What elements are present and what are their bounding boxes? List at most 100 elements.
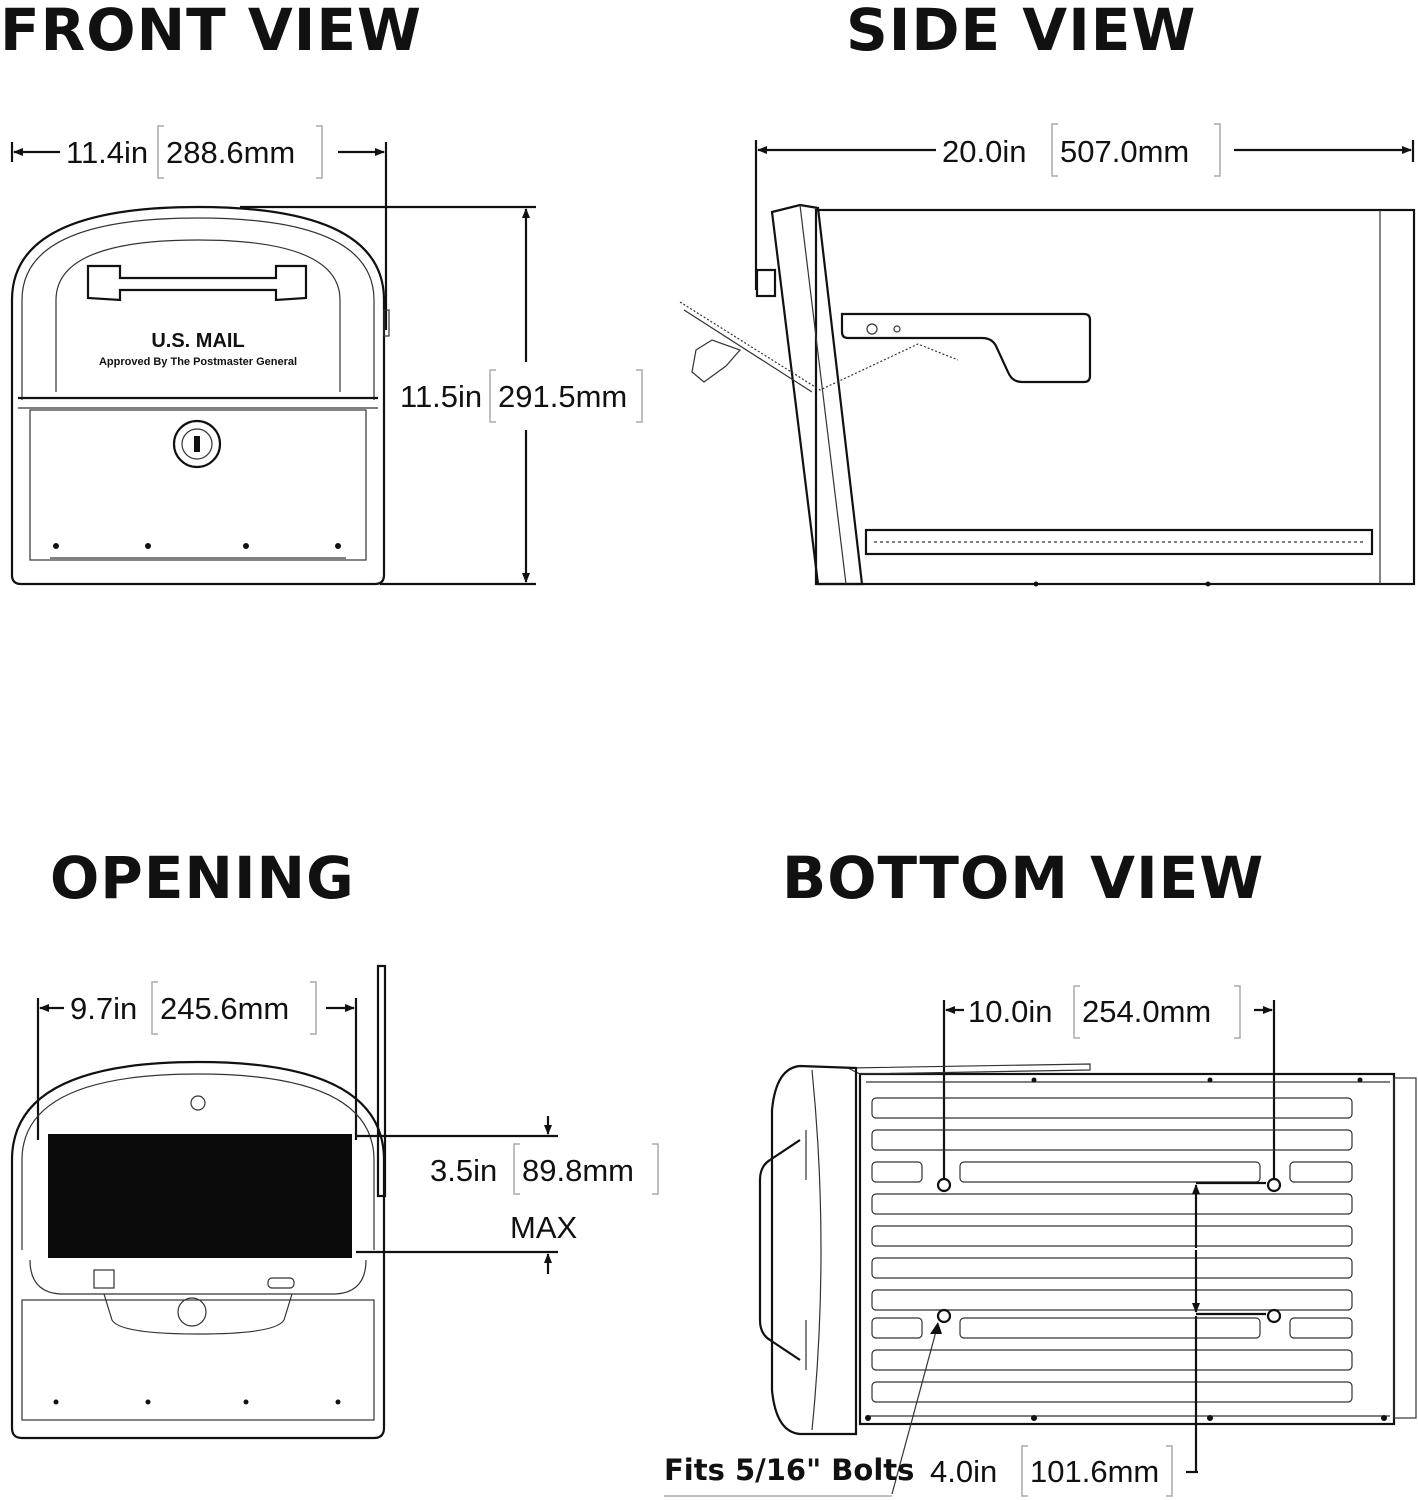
bottom-long-inches: 10.0in — [968, 994, 1052, 1029]
front-handle — [86, 264, 308, 302]
bottom-rib — [871, 1097, 1353, 1119]
opening-aperture — [48, 1134, 352, 1258]
bottom-rib — [1289, 1161, 1353, 1183]
front-view-title: FRONT VIEW — [0, 0, 422, 64]
front-width-inches: 11.4in — [66, 135, 148, 170]
opening-rivet — [243, 1399, 249, 1405]
front-side-flag-edge — [383, 309, 390, 337]
opening-door-swing — [29, 1259, 367, 1295]
opening-mailbox-outline — [10, 1060, 386, 1440]
bottom-short-bracket-left — [1021, 1445, 1028, 1497]
bottom-rib — [871, 1257, 1353, 1279]
bottom-mounting-slot — [959, 1161, 1261, 1183]
bolt-note: Fits 5/16" Bolts — [664, 1453, 914, 1487]
front-rivet — [145, 543, 151, 549]
opening-door-hinge-right — [267, 1277, 295, 1289]
opening-rivet — [145, 1399, 151, 1405]
front-rivet — [243, 543, 249, 549]
bottom-rib — [1289, 1317, 1353, 1339]
opening-rivet — [53, 1399, 59, 1405]
bottom-stud — [865, 1415, 871, 1421]
bolt-note-arrowhead — [930, 1322, 942, 1334]
bottom-rib — [871, 1225, 1353, 1247]
opening-top-hole — [190, 1095, 206, 1111]
bottom-stud — [1357, 1077, 1363, 1083]
opening-max-label: MAX — [510, 1210, 578, 1245]
front-view: FRONT VIEW 11.4in 288.6mm 11.5in 291.5mm… — [0, 0, 643, 586]
front-mailbox-outline — [10, 205, 386, 586]
bottom-door-curve — [811, 1069, 822, 1431]
bottom-view: BOTTOM VIEW 10.0in 254.0mm — [664, 844, 1417, 1497]
front-width-mm: 288.6mm — [166, 135, 295, 170]
bottom-mailbox-body — [858, 1072, 1396, 1426]
bottom-rib — [871, 1349, 1353, 1371]
bottom-rib — [871, 1193, 1353, 1215]
opening-mailbox-inner — [21, 1073, 375, 1250]
side-door-panel — [770, 203, 864, 586]
bottom-mounting-slot — [959, 1317, 1261, 1339]
side-length-bracket-right — [1214, 123, 1221, 177]
front-rivet — [335, 543, 341, 549]
bottom-short-bracket-right — [1166, 1445, 1173, 1497]
opening-width-bracket-left — [151, 981, 158, 1035]
front-mailbox-hood — [55, 239, 341, 392]
opening-view-title: OPENING — [50, 844, 355, 912]
opening-height-inches: 3.5in — [430, 1153, 497, 1188]
side-door-inner-edge — [799, 204, 847, 585]
opening-view: OPENING 9.7in 245.6mm 3.5in 89.8mm — [10, 844, 659, 1440]
front-height-mm: 291.5mm — [498, 379, 627, 414]
bottom-rib — [871, 1381, 1353, 1403]
front-mailbox-inner-outline — [21, 217, 375, 400]
side-mailbox-body — [814, 208, 1416, 586]
opening-flag-raised — [376, 964, 387, 1198]
bottom-stud — [1031, 1077, 1037, 1083]
bottom-rib — [871, 1317, 923, 1339]
opening-width-mm: 245.6mm — [160, 991, 289, 1026]
bottom-rib — [871, 1289, 1353, 1311]
bottom-bolt-hole — [936, 1308, 952, 1324]
side-length-mm: 507.0mm — [1060, 134, 1189, 169]
bottom-stud — [1207, 1077, 1213, 1083]
front-height-bracket-right — [636, 369, 643, 423]
bottom-short-mm: 101.6mm — [1030, 1454, 1159, 1489]
side-foot — [1205, 581, 1211, 587]
front-lock-keyway — [194, 436, 200, 452]
front-door-panel — [29, 409, 367, 561]
opening-door-handle — [103, 1293, 293, 1335]
bottom-long-mm: 254.0mm — [1082, 994, 1211, 1029]
opening-width-inches: 9.7in — [70, 991, 137, 1026]
front-rivet — [53, 543, 59, 549]
bottom-rear-cap — [1393, 1077, 1417, 1419]
bottom-long-bracket-right — [1234, 985, 1241, 1039]
front-width-bracket-right — [316, 125, 323, 179]
side-view-title: SIDE VIEW — [846, 0, 1196, 64]
opening-height-bracket-right — [652, 1143, 659, 1195]
front-lock-outer — [172, 419, 222, 469]
front-lock-icon — [181, 428, 213, 460]
bottom-view-title: BOTTOM VIEW — [782, 844, 1264, 912]
side-flag-hole — [893, 325, 901, 333]
front-height-inches: 11.5in — [400, 379, 482, 414]
side-flag-pivot — [866, 323, 878, 335]
opening-lower-panel — [21, 1299, 375, 1421]
opening-width-bracket-right — [310, 981, 317, 1035]
opening-height-mm: 89.8mm — [522, 1153, 634, 1188]
side-flag — [840, 312, 1092, 384]
opening-door-hinge-left — [93, 1269, 115, 1289]
bottom-rib — [871, 1129, 1353, 1151]
opening-lock-icon — [177, 1297, 207, 1327]
front-postmaster-label: Approved By The Postmaster General — [99, 356, 297, 368]
front-height-bracket-left — [489, 369, 496, 423]
side-door-latch — [755, 268, 777, 298]
bottom-bolt-hole — [1266, 1308, 1282, 1324]
front-width-bracket-left — [157, 125, 164, 179]
side-open-door-edge — [683, 309, 813, 393]
bottom-rib — [871, 1161, 923, 1183]
side-open-handle-ghost — [691, 339, 742, 383]
side-length-inches: 20.0in — [942, 134, 1026, 169]
bottom-stud — [1207, 1415, 1213, 1421]
side-bottom-rail — [864, 528, 1374, 556]
bottom-short-inches: 4.0in — [930, 1454, 997, 1489]
side-foot — [1033, 581, 1039, 587]
